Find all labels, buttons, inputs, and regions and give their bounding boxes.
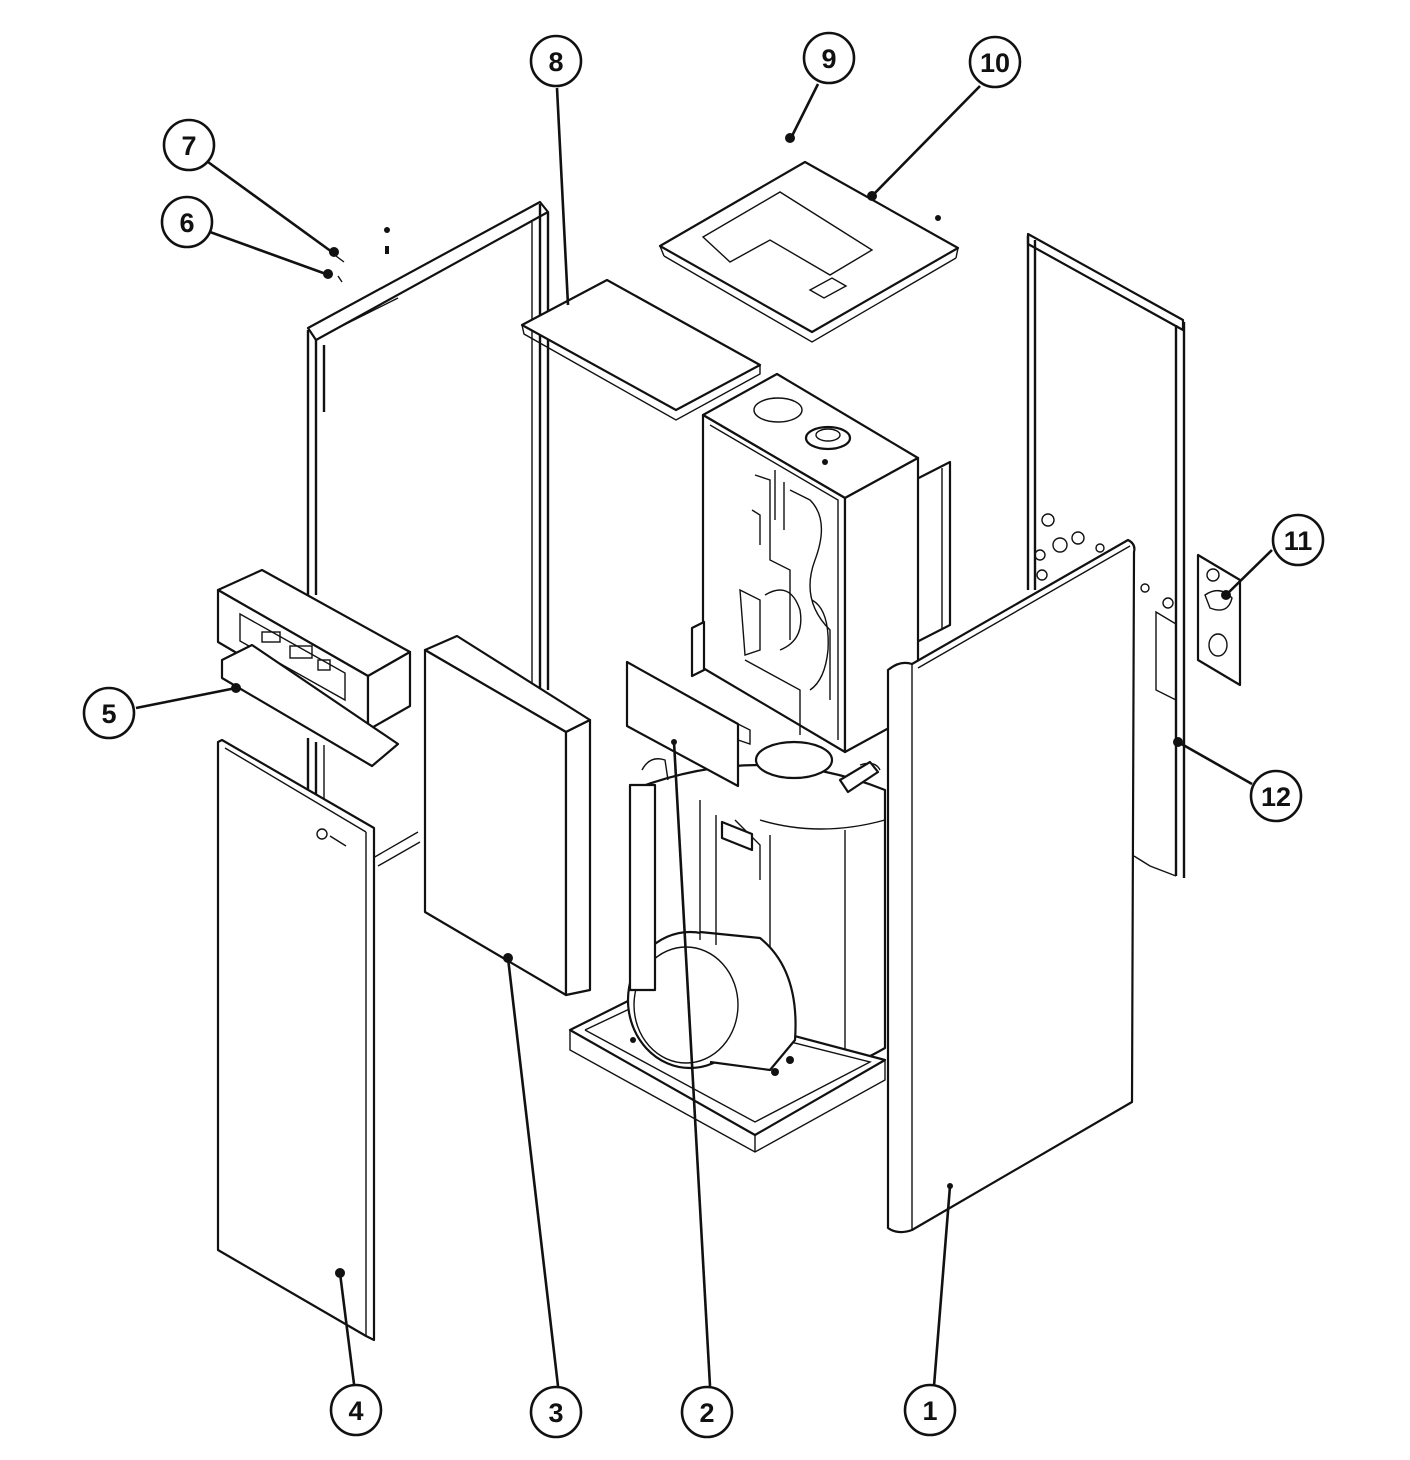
callout-3: 3 xyxy=(529,1385,583,1439)
leader-10 xyxy=(871,85,981,197)
callout-2-label: 2 xyxy=(699,1398,714,1428)
callout-1-label: 1 xyxy=(922,1396,937,1426)
rear-frame-left xyxy=(306,200,550,838)
callout-3-label: 3 xyxy=(548,1398,563,1428)
front-middle-panel xyxy=(372,634,592,997)
expansion-vessel xyxy=(626,930,797,1076)
callout-6-label: 6 xyxy=(179,208,194,238)
callout-7-label: 7 xyxy=(181,131,196,161)
front-left-panel xyxy=(216,738,376,1342)
callout-7: 7 xyxy=(162,118,216,172)
leader-4 xyxy=(338,1272,356,1385)
callout-4: 4 xyxy=(329,1383,383,1437)
callout-6: 6 xyxy=(160,195,214,249)
callout-10: 10 xyxy=(968,35,1022,89)
leader-2 xyxy=(672,741,712,1387)
leader-6 xyxy=(209,230,327,276)
leader-5 xyxy=(135,686,237,710)
leader-1 xyxy=(932,1185,952,1387)
rear-frame-right xyxy=(1026,232,1186,878)
callout-8-label: 8 xyxy=(548,47,563,77)
callout-2: 2 xyxy=(680,1385,734,1439)
callout-5: 5 xyxy=(82,686,136,740)
pipework xyxy=(628,758,881,992)
leader-7 xyxy=(207,160,333,254)
leader-3 xyxy=(506,957,560,1387)
leader-12 xyxy=(1177,740,1253,786)
callout-10-label: 10 xyxy=(980,48,1010,78)
callout-11-label: 11 xyxy=(1284,526,1313,556)
leader-11 xyxy=(1225,549,1273,596)
callout-5-label: 5 xyxy=(101,699,116,729)
top-lid xyxy=(658,160,960,343)
boiler-module xyxy=(690,372,920,780)
control-box xyxy=(216,568,412,768)
leader-9 xyxy=(790,83,820,137)
cable-gland-plate xyxy=(1140,553,1242,702)
callout-11: 11 xyxy=(1271,513,1325,567)
leader-8 xyxy=(555,87,570,306)
callout-12: 12 xyxy=(1249,769,1303,823)
callout-12-label: 12 xyxy=(1261,782,1291,812)
leader-lines xyxy=(135,83,1273,1387)
callout-8: 8 xyxy=(529,34,583,88)
callout-4-label: 4 xyxy=(348,1396,363,1426)
inspection-plate xyxy=(625,660,751,788)
insulation-board xyxy=(520,278,762,421)
callout-9-label: 9 xyxy=(821,44,836,74)
callout-1: 1 xyxy=(903,1383,957,1437)
front-right-panel xyxy=(886,538,1136,1234)
callout-9: 9 xyxy=(802,31,856,85)
